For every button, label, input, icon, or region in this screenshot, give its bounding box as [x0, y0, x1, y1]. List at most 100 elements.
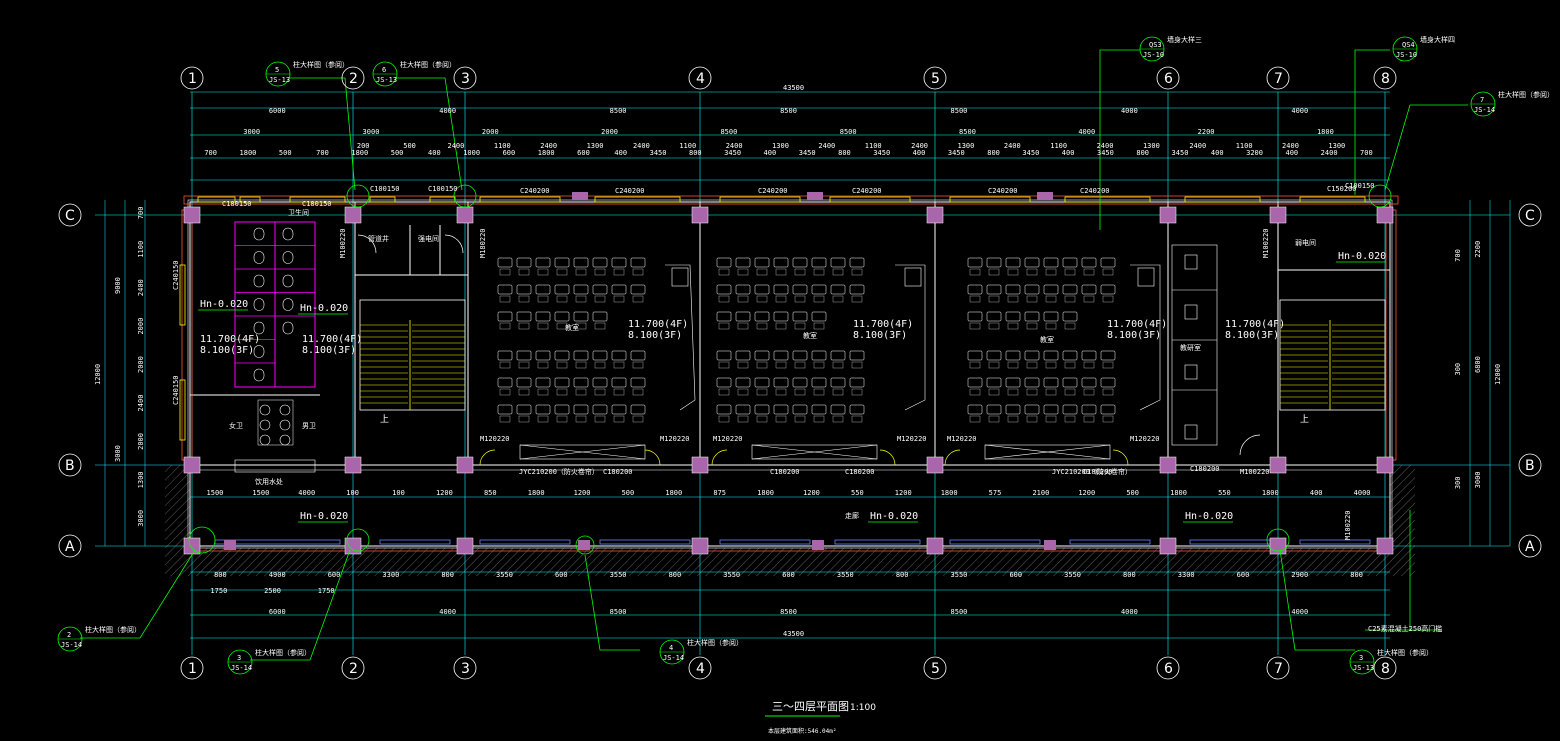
chair: [1083, 388, 1095, 396]
chair: [813, 415, 825, 423]
toilet-cubicles: [234, 221, 316, 446]
chair: [518, 361, 530, 369]
desk: [773, 377, 789, 388]
chair: [1102, 361, 1114, 369]
dimension-value: 550: [851, 489, 864, 497]
chair: [775, 388, 787, 396]
desk: [1062, 284, 1078, 295]
callout-number: 3: [1359, 654, 1363, 662]
stair-up-left: 上: [380, 414, 389, 425]
desk: [554, 257, 570, 268]
area-note: 本层建筑面积:546.04m²: [768, 727, 837, 735]
structural-column: [456, 456, 474, 474]
dimension-value: 3550: [723, 571, 740, 579]
dimension-value: 8500: [951, 608, 968, 616]
dimension-value: 1100: [1236, 142, 1253, 150]
chair: [1083, 361, 1095, 369]
desk: [554, 284, 570, 295]
door-tag: M120220: [713, 435, 743, 443]
room-label: 弱电间: [1295, 238, 1316, 247]
dimension-value: 4000: [1354, 489, 1371, 497]
grid-label-col-1: 1: [188, 661, 197, 677]
elevation-label: 11.700(4F): [302, 334, 362, 345]
desk: [754, 257, 770, 268]
chair: [775, 322, 787, 330]
chair: [632, 388, 644, 396]
dimension-value: 1800: [538, 149, 555, 157]
grid-label-row-A: A: [65, 539, 75, 555]
desk: [592, 404, 608, 415]
room-label: 强电间: [418, 234, 439, 243]
dimension-value: 1100: [1050, 142, 1067, 150]
desk: [1005, 350, 1021, 361]
desk: [1100, 257, 1116, 268]
elevation-label: 11.700(4F): [200, 334, 260, 345]
desk: [735, 404, 751, 415]
dimension-value: 1300: [958, 142, 975, 150]
chair: [499, 295, 511, 303]
grid-bubble-col: [1373, 656, 1397, 680]
desk: [1024, 311, 1040, 322]
dimension-value: 1200: [895, 489, 912, 497]
chair: [537, 388, 549, 396]
classroom-podiums: [665, 264, 1161, 411]
window: [289, 196, 346, 203]
desk: [716, 284, 732, 295]
elevation-label: 8.100(3F): [628, 330, 682, 341]
chair: [1007, 268, 1019, 276]
chair: [718, 361, 730, 369]
grid-bubble-col: [1266, 656, 1290, 680]
chair: [632, 295, 644, 303]
dimension-value: 800: [669, 571, 682, 579]
dimension-value: 3000: [114, 445, 122, 462]
window: [379, 539, 451, 545]
elevation-label: 11.700(4F): [853, 319, 913, 330]
dimension-value: 600: [503, 149, 516, 157]
desk: [535, 257, 551, 268]
chair: [756, 361, 768, 369]
room-label: 教室: [1040, 335, 1054, 344]
callout-number: 4: [669, 644, 673, 652]
dimension-value: 4000: [1291, 107, 1308, 115]
chair: [537, 322, 549, 330]
desk: [573, 350, 589, 361]
chair: [737, 361, 749, 369]
chair: [988, 268, 1000, 276]
door-swings: [357, 234, 1261, 466]
elevation-label: 8.100(3F): [200, 345, 254, 356]
desk: [986, 284, 1002, 295]
dimension-value: 4000: [1121, 608, 1138, 616]
callout-ref: JS-14: [61, 641, 82, 649]
chair: [756, 415, 768, 423]
dimension-value: 2000: [137, 433, 145, 450]
chair: [613, 361, 625, 369]
desk: [1024, 284, 1040, 295]
dimension-value: 2200: [1198, 128, 1215, 136]
desk: [630, 350, 646, 361]
desk: [1005, 311, 1021, 322]
callout-number: 3: [237, 654, 241, 662]
grid-label-col-7: 7: [1274, 71, 1283, 87]
dimension-value: 600: [328, 571, 341, 579]
chair: [575, 295, 587, 303]
chair: [1045, 322, 1057, 330]
chair: [813, 322, 825, 330]
desk: [1024, 404, 1040, 415]
structural-column: [1044, 540, 1056, 550]
chair: [537, 415, 549, 423]
stair-left-treads: [360, 324, 465, 404]
desk: [986, 257, 1002, 268]
desk: [735, 350, 751, 361]
desk: [849, 284, 865, 295]
desk: [830, 404, 846, 415]
desk: [573, 257, 589, 268]
elevation-label: 8.100(3F): [1107, 330, 1161, 341]
desk: [1100, 284, 1116, 295]
chair: [718, 388, 730, 396]
desk: [497, 257, 513, 268]
chair: [632, 361, 644, 369]
desk: [516, 377, 532, 388]
structural-column: [183, 537, 201, 555]
door-tag: M100220: [339, 228, 347, 258]
